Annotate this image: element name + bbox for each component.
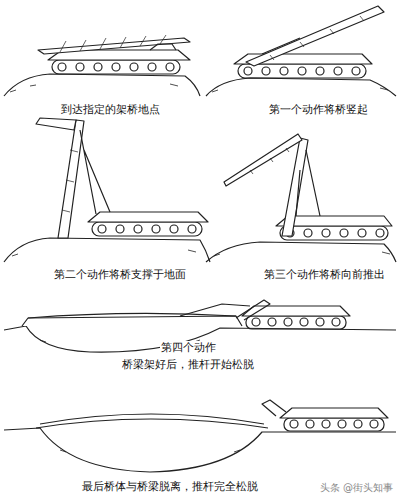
line-art <box>316 67 324 75</box>
line-art <box>246 6 384 66</box>
line-art <box>354 420 362 428</box>
line-art <box>282 138 308 236</box>
line-art <box>214 252 390 256</box>
line-art <box>284 418 384 431</box>
line-art <box>206 242 396 262</box>
line-art <box>58 120 84 238</box>
line-art <box>134 225 142 233</box>
line-art <box>38 38 190 54</box>
line-art <box>280 226 388 240</box>
line-art <box>316 318 324 326</box>
step-caption: 第二个动作将桥支撑于地面 <box>53 268 187 281</box>
line-art <box>152 225 160 233</box>
line-art <box>94 63 102 71</box>
line-art <box>322 420 330 428</box>
line-art <box>268 318 276 326</box>
line-art <box>290 420 298 428</box>
line-art <box>238 64 366 78</box>
line-art <box>58 63 66 71</box>
line-art <box>212 88 388 92</box>
line-art <box>116 225 124 233</box>
line-art <box>250 148 289 174</box>
line-art <box>62 150 78 212</box>
line-art <box>36 419 268 428</box>
line-art <box>130 63 138 71</box>
line-art <box>52 60 180 74</box>
line-art <box>224 134 302 186</box>
line-art <box>4 238 210 262</box>
line-art <box>148 63 156 71</box>
step-caption: 最后桥体与桥梁脱离，推杆完全松脱 <box>81 480 259 493</box>
panel-support <box>4 118 210 262</box>
step-caption: 到达指定的架桥地点 <box>60 103 161 116</box>
line-art <box>262 400 286 416</box>
line-art <box>376 229 384 237</box>
line-art <box>300 318 308 326</box>
line-art <box>352 67 360 75</box>
line-art <box>76 63 84 71</box>
line-art <box>340 229 348 237</box>
line-art <box>270 16 364 60</box>
panel-raise <box>206 6 396 96</box>
line-art <box>280 408 388 418</box>
line-art <box>166 63 174 71</box>
line-art <box>80 130 110 214</box>
line-art <box>206 78 396 96</box>
line-art <box>236 300 270 320</box>
line-art <box>280 67 288 75</box>
step-caption: 第四个动作 <box>160 341 217 354</box>
line-art <box>98 225 106 233</box>
line-art <box>180 304 250 316</box>
line-art <box>332 318 340 326</box>
line-art <box>4 428 396 472</box>
step-caption: 第三个动作将桥向前推出 <box>263 268 386 281</box>
line-art <box>60 450 240 452</box>
line-art <box>252 318 260 326</box>
line-art <box>370 420 378 428</box>
line-art <box>36 118 76 130</box>
line-art <box>28 313 236 318</box>
step-caption: 桥梁架好后，推杆开始松脱 <box>121 358 255 371</box>
line-art <box>40 414 264 424</box>
line-art <box>338 420 346 428</box>
line-art <box>244 67 252 75</box>
line-art <box>246 316 346 329</box>
step-caption: 第一个动作将桥竖起 <box>268 103 369 116</box>
line-art <box>150 44 176 50</box>
watermark: 头条 @街头知事 <box>319 481 394 494</box>
line-art <box>334 67 342 75</box>
line-art <box>298 67 306 75</box>
line-art <box>284 318 292 326</box>
line-art <box>10 84 178 92</box>
panel-push <box>206 134 396 262</box>
line-art <box>4 74 200 96</box>
line-art <box>296 150 320 216</box>
line-art <box>188 225 196 233</box>
line-art <box>92 222 202 236</box>
line-art <box>12 250 196 256</box>
line-art <box>306 420 314 428</box>
line-art <box>358 229 366 237</box>
line-art <box>22 316 242 326</box>
line-art <box>170 225 178 233</box>
panel-arrive <box>4 35 200 96</box>
line-art <box>262 67 270 75</box>
panel-released <box>4 400 396 472</box>
line-art <box>304 229 312 237</box>
line-art <box>262 38 300 54</box>
line-art <box>322 229 330 237</box>
line-art <box>112 63 120 71</box>
line-art <box>88 212 208 222</box>
